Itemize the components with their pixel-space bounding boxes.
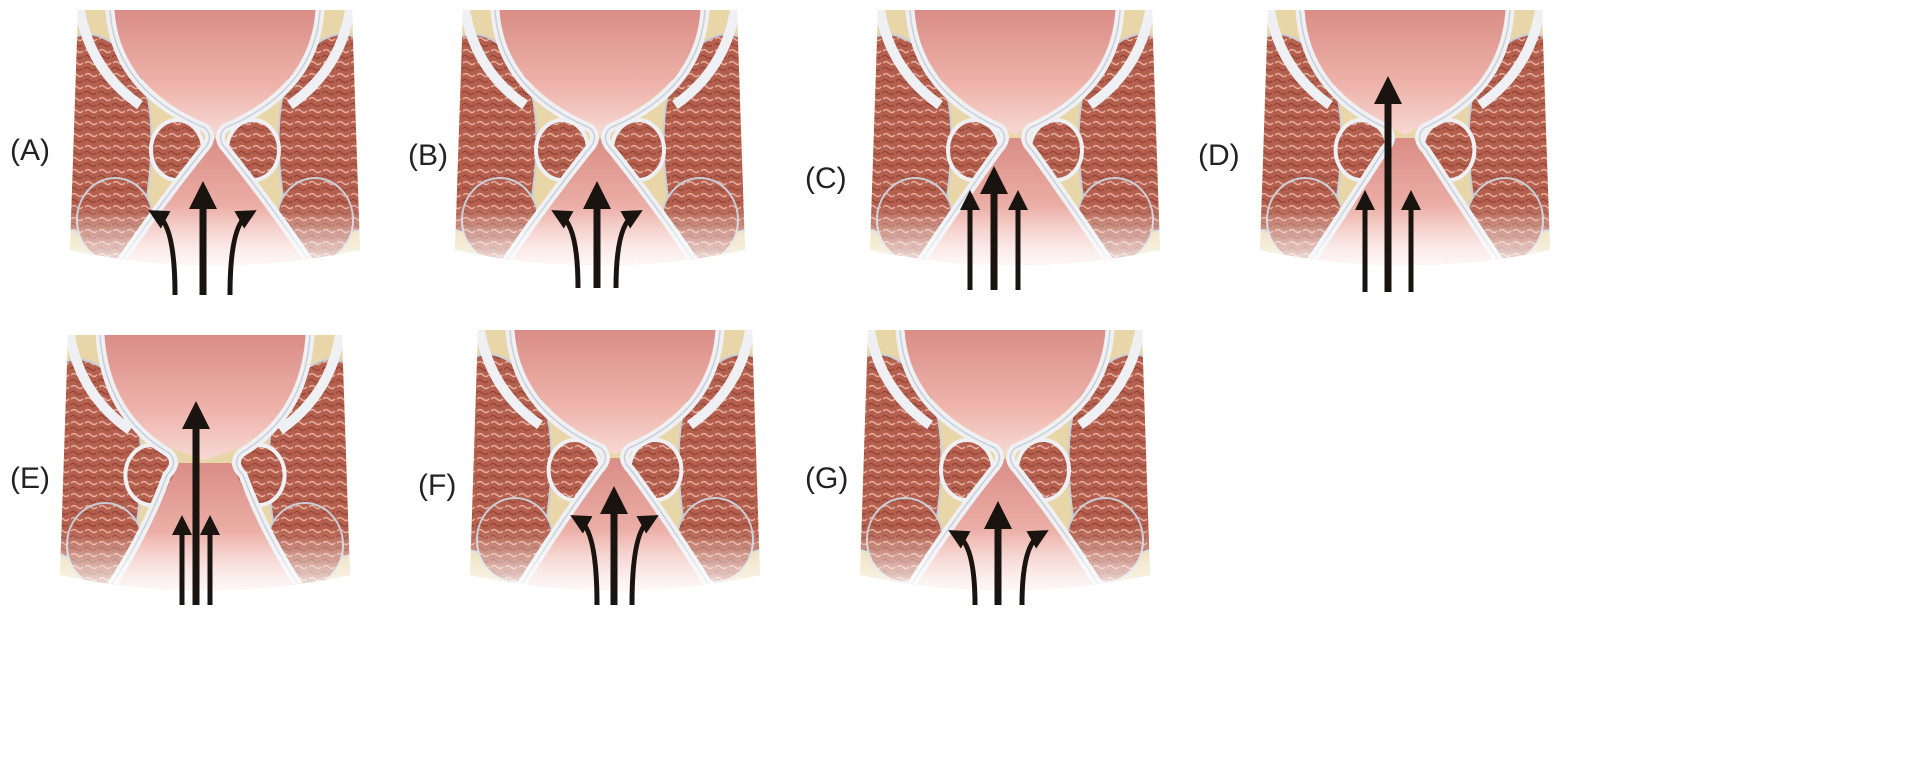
bottom-fade	[860, 330, 1150, 595]
bottom-fade	[60, 335, 350, 595]
panel-c: (C)	[805, 10, 1160, 290]
bottom-fade	[70, 10, 360, 270]
panel-g: (G)	[805, 330, 1150, 605]
panel-f: (F)	[418, 330, 760, 605]
panel-d: (D)	[1198, 10, 1550, 292]
panel-label-e: (E)	[10, 462, 50, 495]
panel-e: (E)	[10, 335, 350, 605]
panel-label-g: (G)	[805, 462, 848, 495]
panel-a: (A)	[10, 10, 360, 295]
panel-label-d: (D)	[1198, 139, 1240, 172]
panel-label-a: (A)	[10, 134, 50, 167]
panel-label-b: (B)	[408, 139, 448, 172]
bottom-fade	[870, 10, 1160, 270]
bottom-fade	[1260, 10, 1550, 270]
panel-label-f: (F)	[418, 469, 456, 502]
panel-label-c: (C)	[805, 162, 847, 195]
panel-b: (B)	[408, 10, 745, 288]
